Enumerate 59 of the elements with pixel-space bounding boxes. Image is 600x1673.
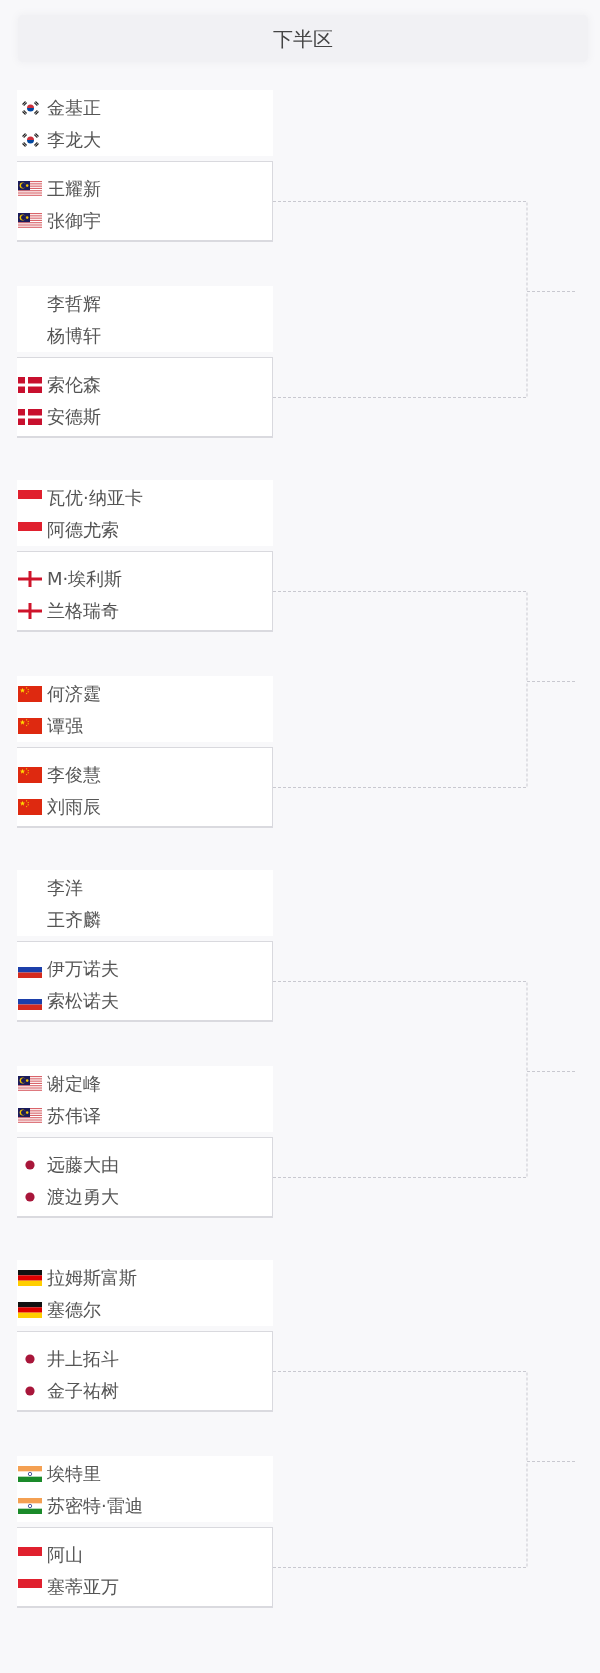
team-card <box>17 1456 273 1522</box>
title: 下半区 <box>273 25 333 52</box>
team-box <box>17 357 273 438</box>
team-card <box>17 1066 273 1132</box>
team-box <box>17 1527 273 1608</box>
player-name: 金基正 <box>47 96 101 120</box>
player-name: 金子祐树 <box>47 1379 119 1403</box>
player-name: 瓦优·纳亚卡 <box>47 486 143 510</box>
bracket-line <box>272 201 528 292</box>
bracket-line <box>272 1371 528 1462</box>
player-name: 安德斯 <box>47 405 101 429</box>
team-card <box>17 1260 273 1326</box>
bracket-line <box>272 1461 528 1568</box>
player-name: 苏密特·雷迪 <box>47 1494 143 1518</box>
bracket-line <box>272 591 528 682</box>
player-name: 埃特里 <box>47 1462 101 1486</box>
team-box <box>17 1137 273 1218</box>
player-name: 刘雨辰 <box>47 795 101 819</box>
player-name: M·埃利斯 <box>47 567 123 591</box>
player-name: 井上拓斗 <box>47 1347 119 1371</box>
player-name: 李龙大 <box>47 128 101 152</box>
team-box <box>17 161 273 242</box>
bracket-line <box>272 981 528 1072</box>
player-name: 王齐麟 <box>47 908 101 932</box>
bracket-line <box>526 1461 578 1462</box>
player-name: 兰格瑞奇 <box>47 599 119 623</box>
team-card <box>17 90 273 156</box>
team-box <box>17 941 273 1022</box>
player-name: 何济霆 <box>47 682 101 706</box>
player-name: 阿德尤索 <box>47 518 119 542</box>
player-name: 索松诺夫 <box>47 989 119 1013</box>
player-name: 阿山 <box>47 1543 83 1567</box>
player-name: 索伦森 <box>47 373 101 397</box>
bracket-line <box>272 291 528 398</box>
bracket-line <box>272 681 528 788</box>
player-name: 苏伟译 <box>47 1104 101 1128</box>
team-card <box>17 676 273 742</box>
player-name: 王耀新 <box>47 177 101 201</box>
player-name: 杨博轩 <box>47 324 101 348</box>
bracket-line <box>526 291 578 292</box>
player-name: 塞德尔 <box>47 1298 101 1322</box>
team-box <box>17 551 273 632</box>
player-name: 谭强 <box>47 714 83 738</box>
player-name: 远藤大由 <box>47 1153 119 1177</box>
bracket-line <box>526 681 578 682</box>
team-box <box>17 1331 273 1412</box>
player-name: 张御宇 <box>47 209 101 233</box>
player-name: 塞蒂亚万 <box>47 1575 119 1599</box>
player-name: 李哲辉 <box>47 292 101 316</box>
player-name: 谢定峰 <box>47 1072 101 1096</box>
player-name: 伊万诺夫 <box>47 957 119 981</box>
player-name: 李俊慧 <box>47 763 101 787</box>
player-name: 渡边勇大 <box>47 1185 119 1209</box>
team-card <box>17 480 273 546</box>
team-box <box>17 747 273 828</box>
bracket-line <box>526 1071 578 1072</box>
player-name: 拉姆斯富斯 <box>47 1266 137 1290</box>
bracket-line <box>272 1071 528 1178</box>
player-name: 李洋 <box>47 876 83 900</box>
